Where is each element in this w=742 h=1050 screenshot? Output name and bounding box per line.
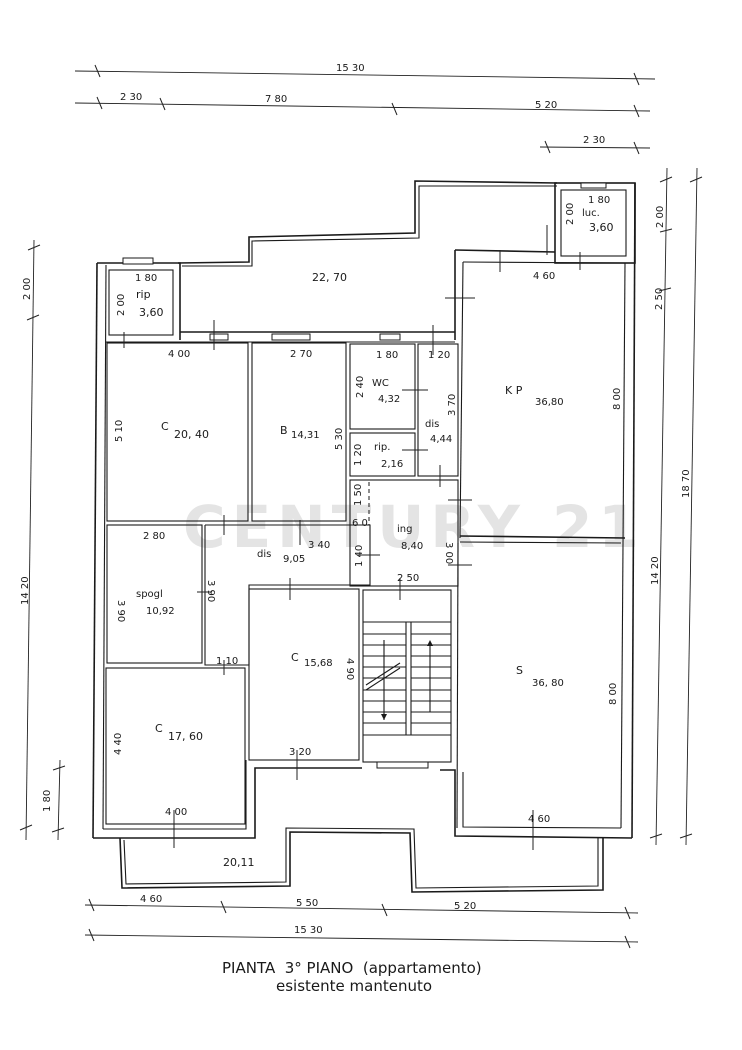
ing-width: 2 50 xyxy=(397,573,419,584)
camera-2-depth: 4 90 xyxy=(344,658,355,680)
dis-2-name: dis xyxy=(257,549,271,560)
kp-width: 4 60 xyxy=(533,271,555,282)
ing-area: 8,40 xyxy=(401,541,423,552)
dis-2-area: 9,05 xyxy=(283,554,305,565)
camera-3-depth: 4 40 xyxy=(113,733,124,755)
wc-name: WC xyxy=(372,378,389,389)
dim-left-bottom: 1 80 xyxy=(42,790,53,812)
terrace-south-area: 20,11 xyxy=(223,856,255,869)
dis-1-depth: 3 70 xyxy=(447,394,458,416)
left-dimension-lines: 2 00 14 20 1 80 xyxy=(19,239,66,841)
camera-3-width: 4 00 xyxy=(165,807,187,818)
ing-sub1: 1 50 xyxy=(353,484,364,506)
watermark: CENTURY 21 xyxy=(183,493,645,561)
spogl-width: 2 80 xyxy=(143,531,165,542)
wc-area: 4,32 xyxy=(378,394,400,405)
luc-width: 1 80 xyxy=(588,195,610,206)
camera-1-name: C xyxy=(161,420,169,433)
rip-nw-name: rip xyxy=(136,288,151,301)
dim-bottom-seg3: 5 20 xyxy=(454,901,476,912)
ing-sub2: 6 0 xyxy=(352,518,368,529)
windows xyxy=(122,182,607,769)
drawing-subtitle: esistente mantenuto xyxy=(276,977,432,995)
dim-top-overall: 15 30 xyxy=(336,63,365,74)
camera-2-area: 15,68 xyxy=(304,658,333,669)
camera-3-name: C xyxy=(155,722,163,735)
dim-top-seg4: 2 30 xyxy=(583,135,605,146)
bagno-depth: 5 30 xyxy=(334,428,345,450)
rip-nw-depth: 2 00 xyxy=(116,294,127,316)
dis-1-name: dis xyxy=(425,419,439,430)
dim-bottom-seg1: 4 60 xyxy=(140,894,162,905)
soggiorno-width: 4 60 xyxy=(528,814,550,825)
spogl-depth: 3 90 xyxy=(115,600,126,622)
rip-nw-area: 3,60 xyxy=(139,306,164,319)
rip-2-area: 2,16 xyxy=(381,459,403,470)
dim-top-seg1: 2 30 xyxy=(120,92,142,103)
soggiorno-name: S xyxy=(516,664,523,677)
soggiorno-area: 36, 80 xyxy=(532,678,564,689)
dim-bottom-overall: 15 30 xyxy=(294,925,323,936)
dim-top-seg2: 7 80 xyxy=(265,94,287,105)
dim-bottom-seg2: 5 50 xyxy=(296,898,318,909)
terrace-north-area: 22, 70 xyxy=(312,271,347,284)
camera-1-depth: 5 10 xyxy=(114,420,125,442)
camera-2-width: 3 20 xyxy=(289,747,311,758)
camera-2-name: C xyxy=(291,651,299,664)
dim-right-main: 14 20 xyxy=(650,556,661,585)
dis-1-area: 4,44 xyxy=(430,434,452,445)
luc-name: luc. xyxy=(582,208,600,219)
dim-left-top: 2 00 xyxy=(22,278,33,300)
spogl-area: 10,92 xyxy=(146,606,175,617)
camera-1-area: 20, 40 xyxy=(174,428,209,441)
south-terrace xyxy=(119,827,604,893)
dis-2-depth: 1 40 xyxy=(354,545,365,567)
dis-2-width: 3 40 xyxy=(308,540,330,551)
bagno-name: B xyxy=(280,424,288,437)
right-dimension-lines: 2 00 2 50 14 20 18 70 xyxy=(649,167,703,846)
rip-2-depth: 1 20 xyxy=(353,444,364,466)
room-labels: 22, 70 1 80 rip 3,60 2 00 1 80 luc. 3,60… xyxy=(113,195,623,869)
door-markers xyxy=(123,225,581,850)
dim-right-overall: 18 70 xyxy=(681,469,692,498)
dis-2-side-width: 1 10 xyxy=(216,656,238,667)
staircase-icon xyxy=(363,621,451,736)
kp-area: 36,80 xyxy=(535,397,564,408)
rip-2-name: rip. xyxy=(374,442,390,453)
soggiorno-depth: 8 00 xyxy=(608,683,619,705)
wc-depth: 2 40 xyxy=(355,376,366,398)
luc-area: 3,60 xyxy=(589,221,614,234)
dim-right-mid: 2 50 xyxy=(654,288,665,310)
spogl-name: spogl xyxy=(136,589,163,600)
camera-1-width: 4 00 xyxy=(168,349,190,360)
drawing-title: PIANTA 3° PIANO (appartamento) xyxy=(222,959,482,977)
bagno-area: 14,31 xyxy=(291,430,320,441)
dim-top-seg3: 5 20 xyxy=(535,100,557,111)
camera-3-area: 17, 60 xyxy=(168,730,203,743)
dis-1-width: 1 20 xyxy=(428,350,450,361)
top-dimension-lines: 15 30 2 30 7 80 5 20 2 30 xyxy=(74,63,656,155)
kp-depth: 8 00 xyxy=(612,388,623,410)
ing-name: ing xyxy=(397,524,412,535)
dim-left-main: 14 20 xyxy=(20,576,31,605)
ing-depth: 3 00 xyxy=(443,542,454,564)
luc-depth: 2 00 xyxy=(565,203,576,225)
dim-right-top: 2 00 xyxy=(655,206,666,228)
rip-nw-width: 1 80 xyxy=(135,273,157,284)
bottom-dimension-lines: 4 60 5 50 5 20 15 30 xyxy=(84,894,639,949)
bagno-width: 2 70 xyxy=(290,349,312,360)
dis-2-side-depth: 3 90 xyxy=(205,580,216,602)
wc-width: 1 80 xyxy=(376,350,398,361)
kp-name: K P xyxy=(505,384,523,397)
